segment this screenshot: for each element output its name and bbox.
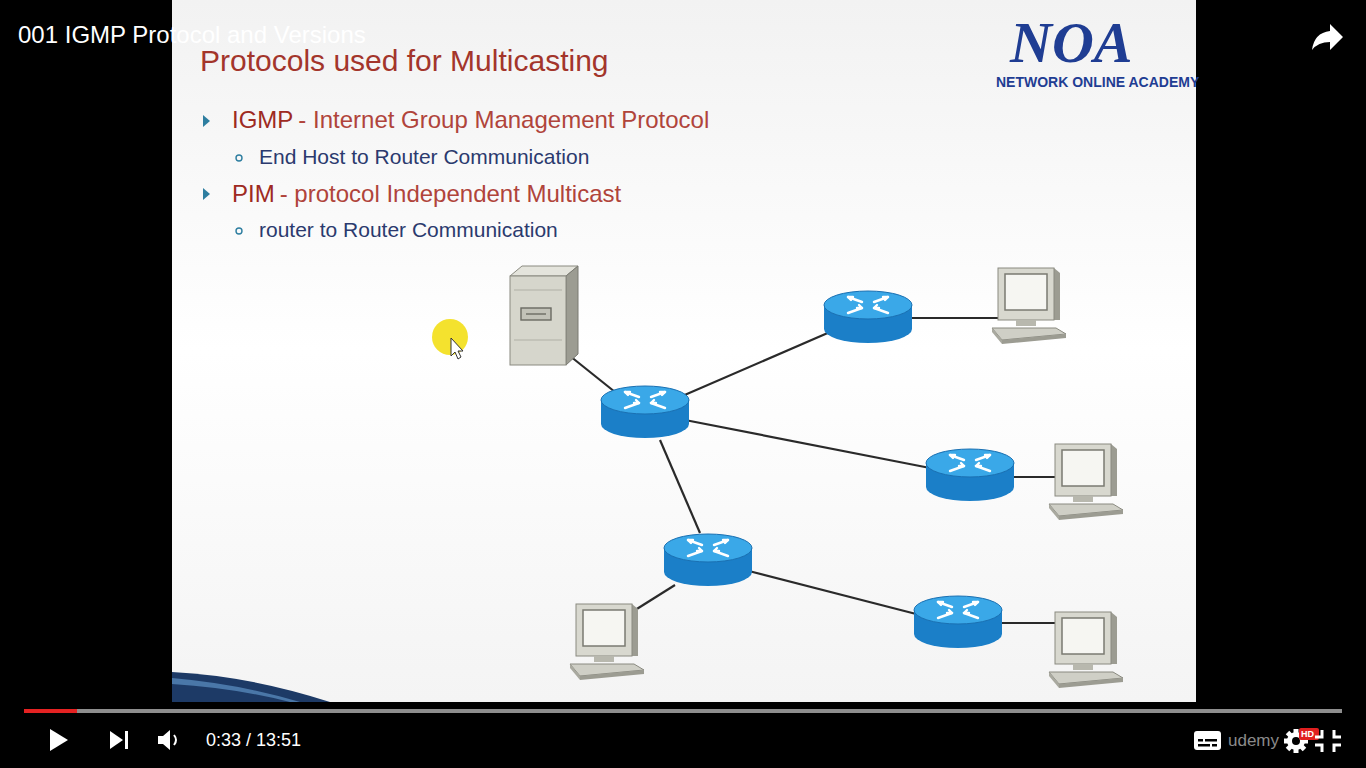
slide-title: Protocols used for Multicasting [200,44,609,79]
logo-letters: NOA [1010,10,1132,77]
protocol-desc: - Internet Group Management Protocol [298,106,709,134]
protocol-desc: - protocol Independent Multicast [280,180,622,208]
protocol-name: IGMP [232,106,293,134]
server-icon [510,266,578,365]
protocol-name: PIM [232,180,275,208]
video-title: 001 IGMP Protocol and Versions [18,21,366,49]
watermark: udemy [1228,731,1279,751]
bullet-sub: router to Router Communication [259,218,558,242]
bullet-sub: End Host to Router Communication [259,145,589,169]
hd-badge: HD [1301,729,1314,739]
time-display: 0:33 / 13:51 [206,730,301,751]
logo-text: NETWORK ONLINE ACADEMY [996,74,1199,90]
